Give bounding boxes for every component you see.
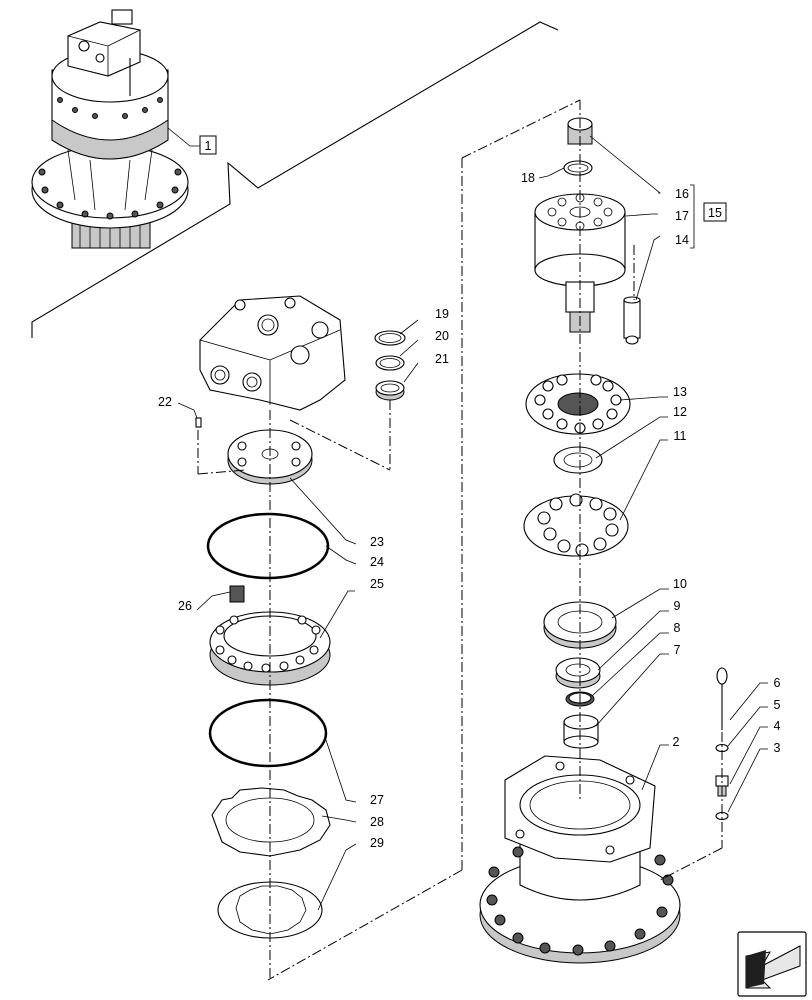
spacer-9	[555, 657, 601, 689]
snap-ring-18	[563, 160, 593, 176]
callout-2: 2	[673, 735, 680, 749]
callout-20: 20	[435, 329, 449, 343]
callout-22: 22	[158, 395, 172, 409]
housing-2	[479, 755, 681, 964]
o-ring-27	[208, 698, 328, 768]
piston-14	[623, 296, 641, 345]
callout-11: 11	[674, 429, 687, 443]
callout-8: 8	[674, 621, 681, 635]
callout-26: 26	[178, 599, 192, 613]
callout-21: 21	[435, 352, 449, 366]
callout-16: 16	[675, 187, 689, 201]
tabbed-plate-28	[211, 787, 331, 857]
o-ring-24	[206, 512, 330, 580]
callout-10: 10	[673, 577, 687, 591]
callout-box-1	[199, 135, 217, 155]
leader-lines	[167, 127, 768, 911]
collar-7	[563, 714, 599, 749]
boundary-lines	[31, 21, 581, 981]
callout-17: 17	[675, 209, 689, 223]
valve-housing	[199, 295, 346, 411]
callout-23: 23	[370, 535, 384, 549]
callout-3: 3	[774, 741, 781, 755]
callout-27: 27	[370, 793, 384, 807]
callout-29: 29	[370, 836, 384, 850]
callout-7: 7	[674, 643, 681, 657]
retainer-plate-13	[525, 373, 631, 435]
spring-26	[229, 585, 245, 603]
piston-set-11	[523, 493, 629, 557]
assembly-axis-lines	[197, 100, 723, 980]
swing-motor-assembly	[31, 9, 189, 249]
seal-stack-19-21	[374, 330, 406, 401]
callout-28: 28	[370, 815, 384, 829]
spherical-bushing-12	[553, 446, 603, 474]
callout-24: 24	[370, 555, 384, 569]
callout-19: 19	[435, 307, 449, 321]
callout-13: 13	[673, 385, 687, 399]
callout-box-15	[703, 202, 727, 222]
next-page-arrow-icon[interactable]	[737, 931, 807, 997]
callout-5: 5	[774, 698, 781, 712]
callout-25: 25	[370, 577, 384, 591]
pin-22	[195, 417, 202, 428]
callout-6: 6	[774, 676, 781, 690]
callout-12: 12	[673, 405, 687, 419]
callout-labels: 1 2 3 4 5 6 7 8 9 10 11 12 13 14 15 16 1…	[158, 135, 781, 850]
callout-9: 9	[674, 599, 681, 613]
bearing-25	[209, 611, 331, 686]
callout-4: 4	[774, 719, 781, 733]
callout-15: 15	[708, 206, 722, 220]
callout-18: 18	[521, 171, 535, 185]
callout-14: 14	[675, 233, 689, 247]
callout-1: 1	[205, 139, 212, 153]
valve-plate-23	[227, 429, 313, 485]
